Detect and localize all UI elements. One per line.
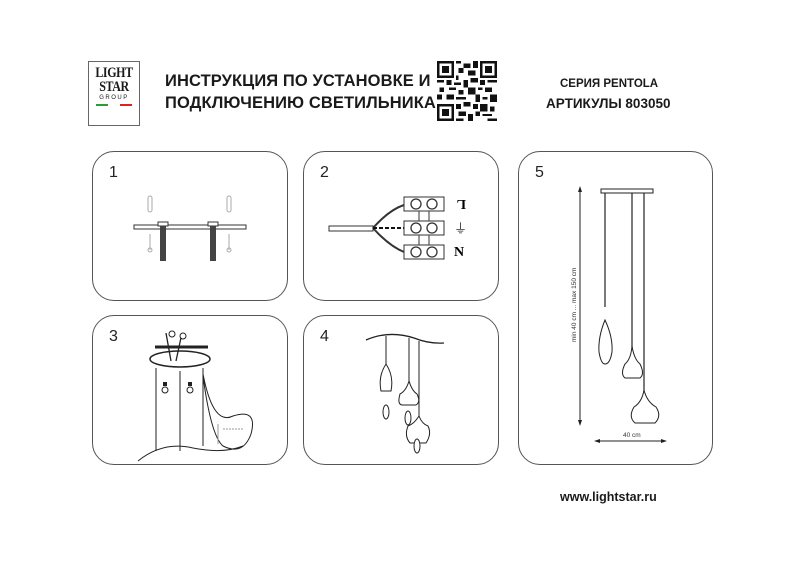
series-label: СЕРИЯ PENTOLA: [560, 78, 659, 90]
logo-line2: STAR: [99, 79, 129, 95]
dimensions-illustration: min 40 cm ... max 150 cm 40 cm: [571, 186, 667, 443]
qr-code-icon: [437, 61, 497, 121]
height-range-label: min 40 cm ... max 150 cm: [571, 268, 578, 342]
terminal-label-l: L: [457, 196, 466, 211]
width-label: 40 cm: [623, 432, 641, 439]
step-number: 1: [109, 164, 118, 181]
step-number: 3: [109, 328, 118, 345]
title-line2: ПОДКЛЮЧЕНИЮ СВЕТИЛЬНИКА: [165, 94, 436, 112]
step-5-panel: 5 min 40 cm ... max 150 cm 40 cm: [518, 151, 713, 465]
article-number: АРТИКУЛЫ 803050: [546, 96, 671, 111]
step-number: 5: [535, 164, 544, 181]
logo-line3: GROUP: [99, 95, 129, 101]
step-number: 2: [320, 164, 329, 181]
step-1-panel: 1: [92, 151, 288, 301]
terminal-block-wiring-illustration: L ⏚ N: [328, 196, 467, 260]
ceiling-bar-mounting-illustration: [133, 195, 247, 261]
step-2-panel: 2 L ⏚ N: [303, 151, 499, 301]
italian-flag-stripe: [96, 104, 132, 106]
canopy-attachment-illustration: [137, 330, 253, 462]
website-link[interactable]: www.lightstar.ru: [560, 490, 657, 504]
document-title: ИНСТРУКЦИЯ ПО УСТАНОВКЕ И ПОДКЛЮЧЕНИЮ СВ…: [165, 70, 436, 114]
logo-line1: LIGHT: [95, 65, 133, 81]
terminal-label-n: N: [454, 245, 464, 260]
step-3-panel: 3: [92, 315, 288, 465]
step-number: 4: [320, 328, 329, 345]
title-line1: ИНСТРУКЦИЯ ПО УСТАНОВКЕ И: [165, 72, 431, 90]
step-4-panel: 4: [303, 315, 499, 465]
shade-installation-illustration: [365, 333, 445, 454]
ground-symbol-icon: ⏚: [454, 221, 467, 236]
lightstar-logo: LIGHT STAR GROUP: [88, 61, 140, 126]
